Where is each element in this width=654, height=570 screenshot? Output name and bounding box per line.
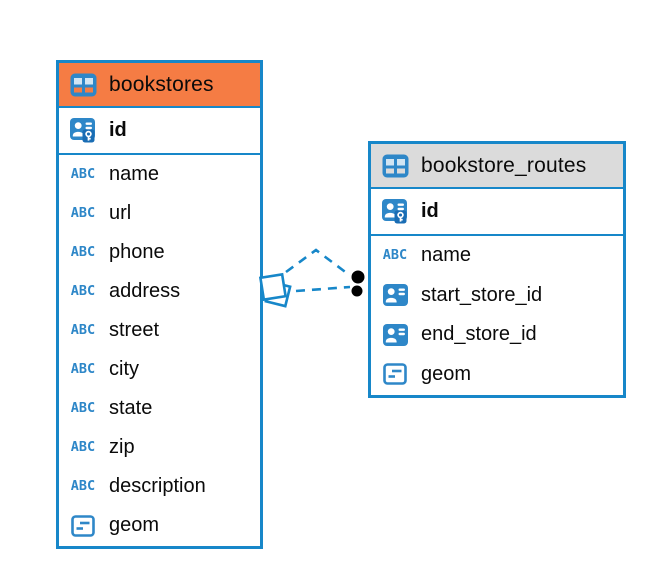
column-row[interactable]: ABC description: [59, 467, 260, 506]
column-label: address: [109, 280, 181, 302]
column-row[interactable]: ABC name: [371, 236, 623, 276]
text-type-icon: ABC: [70, 360, 96, 377]
column-row[interactable]: start_store_id: [371, 275, 623, 315]
reference-key-icon: [378, 284, 412, 307]
column-row[interactable]: ABC phone: [59, 233, 260, 272]
column-row[interactable]: ABC zip: [59, 428, 260, 467]
table-icon: [378, 154, 412, 178]
column-label: city: [109, 358, 139, 380]
column-label: phone: [109, 241, 165, 263]
text-type-icon: ABC: [70, 204, 96, 221]
column-row[interactable]: ABC address: [59, 272, 260, 311]
column-label: id: [109, 119, 127, 141]
column-label: end_store_id: [421, 323, 537, 346]
column-row-pk[interactable]: id: [371, 189, 623, 236]
text-type-icon: ABC: [70, 477, 96, 494]
column-row[interactable]: ABC street: [59, 311, 260, 350]
column-row[interactable]: end_store_id: [371, 315, 623, 355]
table-header-bookstores[interactable]: bookstores: [59, 63, 260, 108]
column-row[interactable]: ABC city: [59, 350, 260, 389]
column-label: name: [421, 244, 472, 267]
column-label: url: [109, 202, 132, 224]
reference-key-icon: [378, 323, 412, 346]
table-icon: [66, 73, 100, 97]
column-row[interactable]: ABC state: [59, 389, 260, 428]
text-type-icon: ABC: [70, 321, 96, 338]
column-row-pk[interactable]: id: [59, 108, 260, 155]
column-label: street: [109, 319, 160, 341]
table-header-bookstore-routes[interactable]: bookstore_routes: [371, 144, 623, 189]
relationship-line-start-store[interactable]: [285, 248, 353, 279]
geometry-type-icon: [378, 363, 412, 386]
primary-key-icon: [378, 199, 412, 224]
column-label: start_store_id: [421, 283, 543, 306]
text-type-icon: ABC: [70, 438, 96, 455]
geometry-type-icon: [66, 514, 100, 537]
column-row[interactable]: geom: [371, 354, 623, 394]
column-row[interactable]: ABC url: [59, 194, 260, 233]
text-type-icon: ABC: [382, 247, 408, 263]
column-label: state: [109, 397, 153, 419]
text-type-icon: ABC: [70, 282, 96, 299]
relationship-target-marker: [349, 268, 367, 299]
column-row[interactable]: ABC name: [59, 155, 260, 194]
primary-key-icon: [66, 118, 100, 143]
relationship-line-end-store[interactable]: [295, 285, 351, 293]
relationship-source-marker: [258, 272, 292, 308]
column-row[interactable]: geom: [59, 506, 260, 545]
text-type-icon: ABC: [70, 165, 96, 182]
column-label: geom: [109, 514, 160, 536]
text-type-icon: ABC: [70, 243, 96, 260]
column-label: geom: [421, 362, 472, 385]
column-label: name: [109, 163, 160, 185]
column-label: id: [421, 200, 439, 222]
column-label: description: [109, 475, 206, 497]
table-title: bookstores: [109, 72, 214, 96]
text-type-icon: ABC: [70, 399, 96, 416]
column-label: zip: [109, 436, 135, 458]
table-title: bookstore_routes: [421, 153, 587, 177]
entity-table-bookstore-routes[interactable]: bookstore_routes id ABC name: [368, 141, 626, 398]
entity-table-bookstores[interactable]: bookstores id ABC name: [56, 60, 263, 549]
